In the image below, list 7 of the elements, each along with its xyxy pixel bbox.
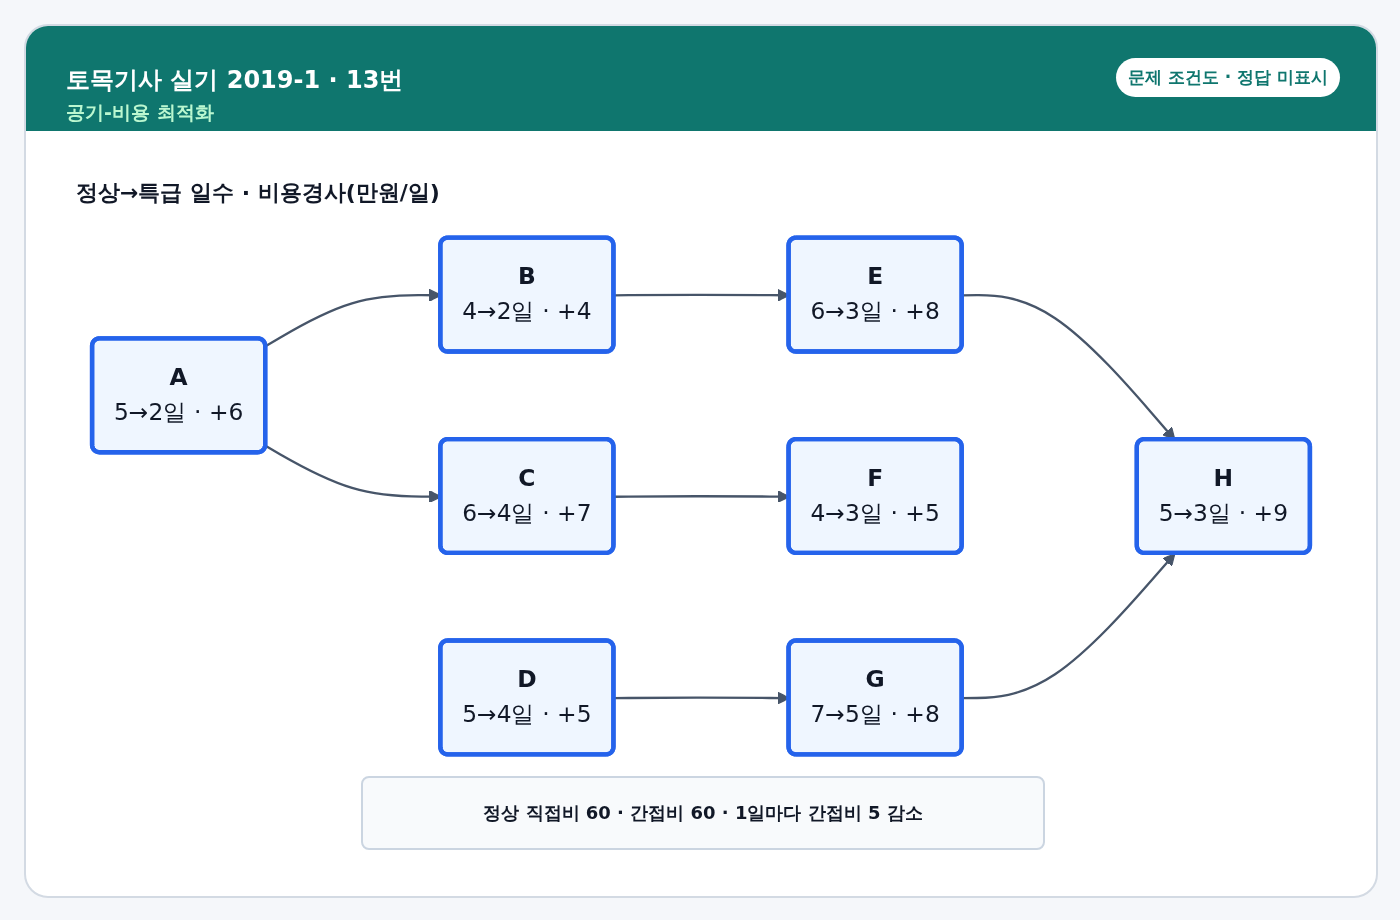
card-background: 토목기사 실기 2019-1 · 13번 공기-비용 최적화 문제 조건도 · 정답 미표시 정상→특급 일수 · 비용경사(만원/일) A 5→2일 · +6 B 4→2일 · +4 C 6→4일 · +7 D 5→4일 · +5 E 6→3일 · +8 F 4→3일 · +5 G 7→5일 · +8 H 5→3일 · +9 정상 직접비 60 · 간접비 60 · 1일마다 간접비 5 감소	[24, 24, 1378, 898]
title: 토목기사 실기 2019-1 · 13번	[66, 65, 404, 96]
subtitle: 공기-비용 최적화	[66, 100, 214, 125]
status-badge: 문제 조건도 · 정답 미표시	[1115, 58, 1340, 97]
section-heading: 정상→특급 일수 · 비용경사(만원/일)	[76, 179, 440, 207]
arrow	[962, 553, 1176, 700]
note-box: 정상 직접비 60 · 간접비 60 · 1일마다 간접비 5 감소	[361, 776, 1045, 850]
